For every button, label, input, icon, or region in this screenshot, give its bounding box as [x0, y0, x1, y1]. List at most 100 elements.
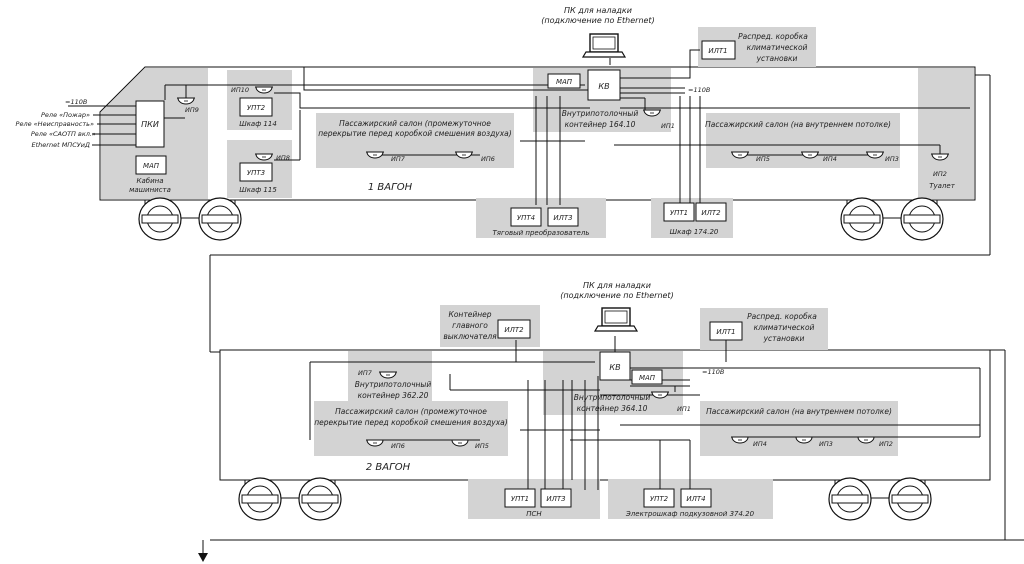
upt4-box	[510, 207, 542, 227]
upt2-box-w1	[239, 97, 273, 117]
map-label: МАП	[639, 374, 656, 382]
ip5-label: ИП5	[475, 442, 489, 450]
arrow-down-icon	[198, 553, 208, 562]
pc-label-2: (подключение по Ethernet)	[560, 291, 673, 300]
upt3-box-w1	[239, 162, 273, 182]
ip10-label: ИП10	[231, 86, 249, 94]
container364-1: Внутрипотолочный	[574, 393, 651, 402]
ip4-label: ИП4	[823, 155, 837, 163]
main-container-3: выключателя	[443, 332, 497, 341]
signal-1: Реле «Пожар»	[41, 111, 90, 119]
wagon2-labels: ПК для наладки (подключение по Ethernet)…	[314, 281, 893, 518]
ip8-label: ИП8	[276, 154, 290, 162]
ip9-label: ИП9	[185, 106, 199, 114]
upt1-box-w1	[663, 202, 695, 222]
signal-4: Ethernet МПСУиД	[32, 141, 90, 149]
salon-mid-2: перекрытие перед коробкой смешения возду…	[314, 418, 507, 427]
ip2-label: ИП2	[933, 170, 947, 178]
map-box-w1	[547, 73, 581, 89]
ip3-label: ИП3	[885, 155, 899, 163]
distbox-label-1: Распред. коробка	[738, 32, 808, 41]
distbox-label-2: климатической	[747, 43, 808, 52]
salon-ceiling: Пассажирский салон (на внутреннем потолк…	[705, 120, 891, 129]
ilt3-label: ИЛТ3	[546, 495, 565, 503]
pc-label-2: (подключение по Ethernet)	[541, 16, 654, 25]
pc-label-1: ПК для наладки	[583, 281, 651, 290]
v110-left: =110В	[65, 98, 88, 106]
upt1-label: УПТ1	[670, 209, 688, 217]
wagon1-labels: ПК для наладки (подключение по Ethernet)…	[16, 6, 956, 237]
salon-mid2-zone	[314, 401, 508, 456]
upt4-label: УПТ4	[517, 214, 535, 222]
ip5-label: ИП5	[756, 155, 770, 163]
map-cab-label: МАП	[143, 162, 160, 170]
ip9-zone	[172, 68, 208, 199]
distbox-label-1: Распред. коробка	[747, 312, 817, 321]
signal-2: Реле «Неисправность»	[16, 120, 94, 128]
underbody-label: Электрошкаф подкузовной 374.20	[625, 510, 755, 518]
wagon2-body	[198, 305, 1024, 562]
ilt3-label: ИЛТ3	[553, 214, 572, 222]
distbox-label-2: климатической	[754, 323, 815, 332]
kv-label: КВ	[598, 82, 609, 91]
map-cab-box	[135, 155, 167, 175]
pki-label: ПКИ	[141, 120, 159, 129]
main-container-2: главного	[452, 321, 488, 330]
ip3-label: ИП3	[819, 440, 833, 448]
ilt2-label: ИЛТ2	[504, 326, 524, 334]
laptop-icon	[594, 307, 638, 332]
container364-2: контейнер 364.10	[577, 404, 648, 413]
main-container-1: Контейнер	[449, 310, 492, 319]
ilt1-label: ИЛТ1	[708, 47, 727, 55]
ilt2-box-w1	[695, 202, 727, 222]
ilt3-box-w1	[547, 207, 579, 227]
signal-3: Реле «САОТП вкл.»	[31, 130, 96, 138]
salon-ceiling-zone	[706, 113, 900, 168]
kv-label: КВ	[609, 363, 620, 372]
salon-mid-2: перекрытие перед коробкой смешения возду…	[318, 129, 511, 138]
upt2-label: УПТ2	[650, 495, 669, 503]
upt1-box-w2	[504, 488, 536, 508]
container-2: контейнер 164.10	[565, 120, 636, 129]
ilt2-box-w2	[497, 319, 531, 339]
laptop-icon	[582, 33, 626, 58]
upt1-label: УПТ1	[511, 495, 529, 503]
ip1-label: ИП1	[677, 405, 691, 413]
salon-ceiling2-zone	[700, 401, 898, 456]
cab-label-2: машиниста	[129, 186, 171, 194]
v110-right: =110В	[688, 86, 711, 94]
traction-label: Тяговый преобразователь	[493, 229, 590, 237]
kv-box-w2	[599, 351, 631, 381]
pki-box	[135, 100, 165, 148]
psn-label: ПСН	[526, 510, 542, 518]
upt2-box-w2	[643, 488, 675, 508]
pc-label-1: ПК для наладки	[564, 6, 632, 15]
ilt4-box-w2	[680, 488, 712, 508]
ilt4-label: ИЛТ4	[686, 495, 705, 503]
upt3-label: УПТ3	[247, 169, 265, 177]
kv-box-w1	[587, 69, 621, 101]
container362-1: Внутрипотолочный	[355, 380, 432, 389]
salon-mid-zone	[316, 113, 514, 168]
ip2-label: ИП2	[879, 440, 893, 448]
map-box-w2	[631, 369, 663, 385]
ilt1-box-w2	[709, 321, 743, 341]
salon-mid-1: Пассажирский салон (промежуточное	[335, 407, 487, 416]
v110-label: =110В	[702, 368, 725, 376]
wagon1-body	[68, 27, 991, 353]
cab-label-1: Кабина	[137, 177, 164, 185]
salon-mid-1: Пассажирский салон (промежуточное	[339, 119, 491, 128]
wagon1-title: 1 ВАГОН	[368, 182, 413, 193]
ilt1-box-w1	[701, 40, 736, 60]
distbox-label-3: установки	[756, 54, 798, 63]
cab174-label: Шкаф 174.20	[670, 228, 719, 236]
ip4-label: ИП4	[753, 440, 767, 448]
ip6-label: ИП6	[391, 442, 405, 450]
ilt1-label: ИЛТ1	[716, 328, 735, 336]
map-label: МАП	[556, 78, 573, 86]
cab114-label: Шкаф 114	[239, 120, 277, 128]
container-1: Внутрипотолочный	[562, 109, 639, 118]
salon-ceiling: Пассажирский салон (на внутреннем потолк…	[706, 407, 892, 416]
ip7-label: ИП7	[358, 369, 373, 377]
